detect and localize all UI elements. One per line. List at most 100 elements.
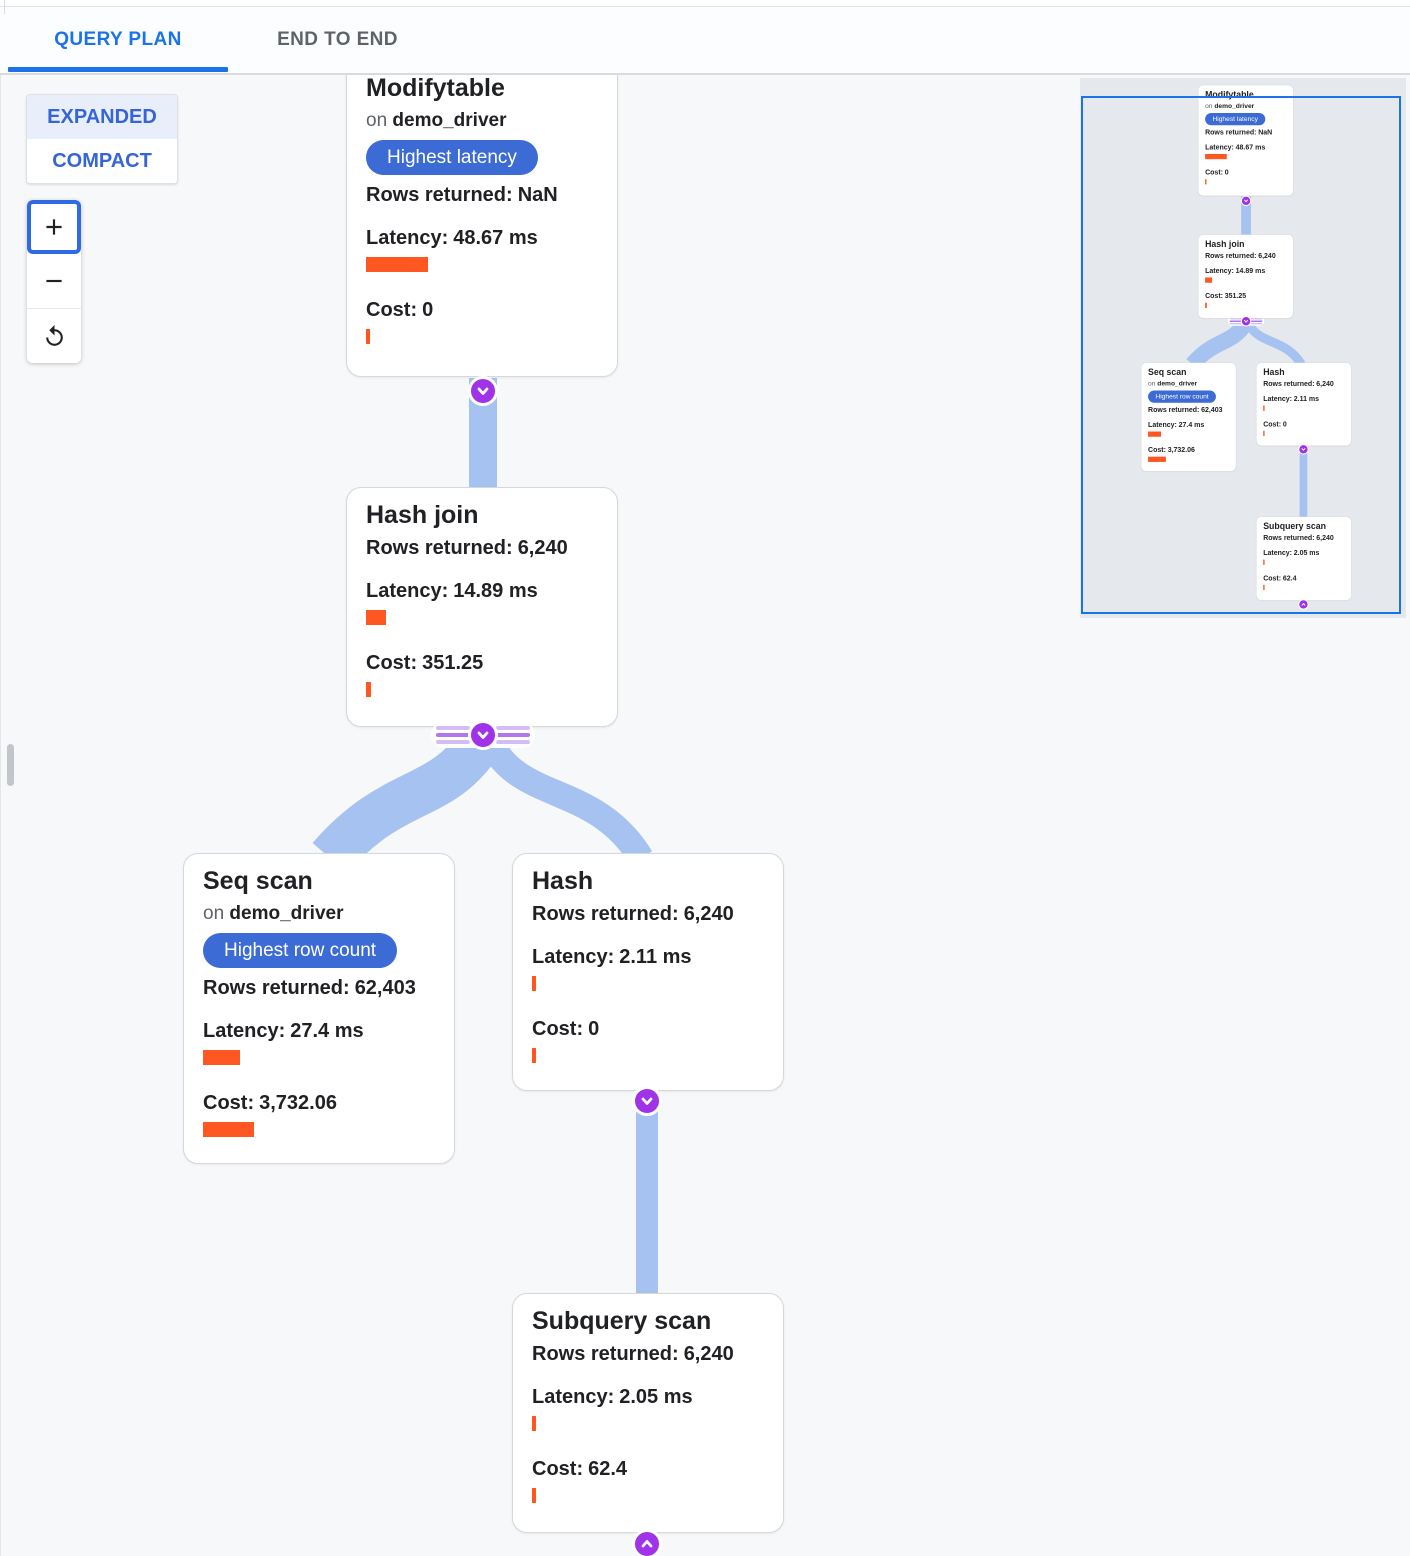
latency: Latency:27.4 ms [203,1020,364,1043]
cost-bar [1263,584,1265,590]
cost-bar [366,329,370,345]
latency-bar [532,1415,536,1431]
view-mode-toggle: EXPANDED COMPACT [26,94,178,184]
node-title: Hash join [1205,239,1245,250]
minimap-tree: Modifytable on demo_driver Highest laten… [1080,78,1406,610]
latency-bar [1205,154,1227,160]
rows-returned: Rows returned:6,240 [1263,533,1334,542]
node-table: on demo_driver [1148,379,1198,388]
plan-node-hash: Hash Rows returned:6,240 Latency:2.11 ms… [1256,362,1352,446]
collapse-toggle-modifytable chevron-down-icon[interactable] [468,376,498,406]
zoom-controls-divider [27,308,81,309]
plan-node-hash-join[interactable]: Hash join Rows returned:6,240 Latency:14… [346,487,618,727]
node-table: on demo_driver [1205,102,1255,110]
latency-bar [532,975,536,991]
plan-tree: Modifytable on demo_driver Highest laten… [0,73,1410,1556]
cost-bar [203,1122,254,1138]
highest-latency-badge: Highest latency [366,140,538,176]
node-table: on demo_driver [203,902,344,924]
minimap[interactable]: Modifytable on demo_driver Highest laten… [1080,78,1406,618]
rows-returned: Rows returned:6,240 [532,1342,734,1365]
tab-bar: QUERY PLAN END TO END [0,7,1410,75]
plan-edges [312,378,658,1297]
plan-node-modifytable[interactable]: Modifytable on demo_driver Highest laten… [346,73,618,377]
latency-bar [1148,431,1161,437]
highest-latency-badge: Highest latency [1205,113,1266,126]
cost: Cost:62.4 [532,1457,628,1480]
plan-canvas[interactable]: Modifytable on demo_driver Highest laten… [0,73,1410,1556]
collapse-toggle-hash-join chevron-down-icon[interactable] [468,720,498,750]
active-tab-indicator [8,67,228,72]
latency-bar [366,609,386,625]
node-title: Modifytable [366,74,505,102]
zoom-out-button minus-icon[interactable] [27,254,81,308]
plan-node-subquery-scan[interactable]: Subquery scan Rows returned:6,240 Latenc… [512,1293,784,1533]
latency: Latency:2.05 ms [532,1385,693,1408]
zoom-in-button plus-icon[interactable] [27,200,81,254]
tab-end-to-end[interactable]: END TO END [277,29,398,50]
latency-bar [366,257,428,273]
canvas-left-border [0,73,1,1556]
expanded-button[interactable]: EXPANDED [27,95,177,139]
highest-row-count-badge: Highest row count [1148,390,1216,403]
node-title: Seq scan [203,867,313,895]
highest-row-count-badge: Highest row count [203,933,398,969]
cost: Cost:351.25 [366,651,484,674]
node-title: Hash join [366,501,479,529]
collapse-toggle-modifytable chevron-down-icon [1240,195,1252,207]
cost: Cost:0 [532,1017,600,1040]
node-title: Modifytable [1205,89,1254,100]
cost-bar [1205,179,1207,185]
collapse-toggle-hash-join chevron-down-icon [1240,316,1252,327]
expand-toggle-subquery-scan chevron-up-icon[interactable] [632,1529,662,1556]
latency: Latency:14.89 ms [366,579,538,602]
minimap-viewport[interactable] [1081,96,1401,614]
collapse-toggle-hash chevron-down-icon[interactable] [632,1086,662,1116]
rows-returned: Rows returned:62,403 [203,977,416,1000]
cost: Cost:0 [366,299,434,322]
cost-bar [532,1047,536,1063]
rows-returned: Rows returned:6,240 [1263,379,1334,388]
rows-returned: Rows returned:6,240 [366,536,568,559]
latency: Latency:2.05 ms [1263,548,1320,557]
cost-bar [1148,456,1166,463]
latency: Latency:48.67 ms [1205,143,1266,152]
zoom-reset-button replay-icon[interactable] [27,309,81,363]
collapse-toggle-hash chevron-down-icon [1298,444,1309,455]
rows-returned: Rows returned:6,240 [1205,251,1276,260]
vertical-scrollbar-thumb[interactable] [7,744,14,786]
plan-node-modifytable: Modifytable on demo_driver Highest laten… [1198,85,1294,196]
zoom-controls [27,200,81,363]
cost: Cost:62.4 [1263,574,1297,582]
latency: Latency:14.89 ms [1205,266,1266,275]
latency-bar [1263,559,1265,565]
latency-bar [1263,405,1265,411]
plan-node-hash[interactable]: Hash Rows returned:6,240 Latency:2.11 ms… [512,853,784,1091]
top-left-border [4,0,5,14]
compact-button[interactable]: COMPACT [27,139,177,183]
latency-bar [1205,277,1213,283]
cost: Cost:0 [1205,168,1229,177]
latency: Latency:48.67 ms [366,227,538,250]
plan-node-seq-scan[interactable]: Seq scan on demo_driver Highest row coun… [183,853,455,1164]
plan-node-hash-join: Hash join Rows returned:6,240 Latency:14… [1198,234,1294,319]
cost: Cost:0 [1263,420,1287,428]
rows-returned: Rows returned:6,240 [532,902,734,925]
node-title: Subquery scan [532,1307,712,1335]
latency: Latency:2.11 ms [532,945,692,968]
cost: Cost:3,732.06 [203,1092,337,1115]
node-title: Hash [532,867,594,895]
tab-query-plan[interactable]: QUERY PLAN [54,29,182,50]
node-title: Subquery scan [1263,521,1326,532]
cost: Cost:3,732.06 [1148,446,1195,454]
rows-returned: Rows returned:NaN [1205,128,1273,137]
cost: Cost:351.25 [1205,292,1247,300]
cost-bar [1263,430,1265,436]
cost-bar [532,1487,536,1503]
latency: Latency:2.11 ms [1263,394,1320,403]
latency: Latency:27.4 ms [1148,421,1205,429]
rows-returned: Rows returned:NaN [366,184,558,207]
latency-bar [203,1050,240,1066]
plan-node-seq-scan: Seq scan on demo_driver Highest row coun… [1141,362,1237,472]
